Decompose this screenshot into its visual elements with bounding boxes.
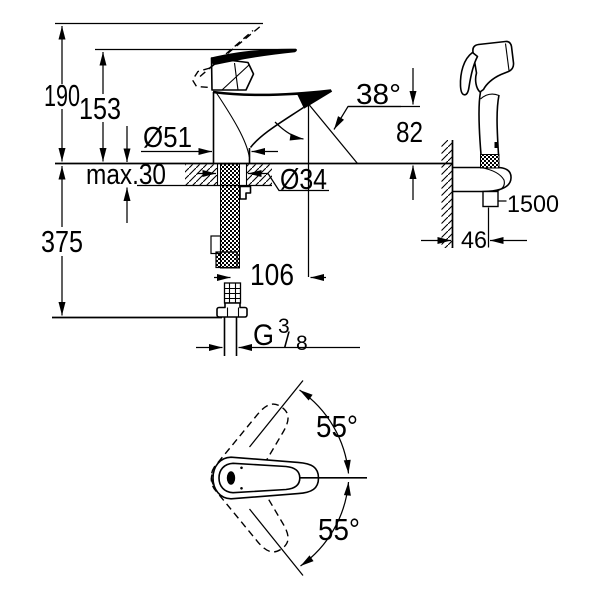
label-holder-depth: 46 — [461, 227, 487, 254]
handle-detail-dot — [494, 142, 498, 148]
hose-tails — [223, 317, 238, 356]
mounting-stud-block — [210, 235, 222, 255]
label-overall-height: 190 — [44, 78, 80, 113]
handle-badge — [226, 471, 236, 485]
body-contour — [216, 92, 250, 158]
trigger-lever — [459, 51, 479, 96]
hose-braid-lines — [224, 283, 241, 303]
thread-slash: / — [284, 329, 290, 352]
wall-hatch — [441, 140, 453, 248]
spray-head — [472, 40, 515, 93]
label-mounting-thickness: max.30 — [86, 159, 166, 191]
spray-handle-edges — [478, 91, 500, 155]
dimension-labels: 190 153 Ø51 max.30 375 106 Ø34 38° 82 15… — [41, 78, 559, 547]
dim-34-leader — [267, 173, 329, 192]
handle-dot-bottom — [240, 487, 243, 490]
label-spout-height: 153 — [79, 91, 121, 126]
handle-joint-line — [480, 93, 500, 100]
lever-knob — [210, 57, 255, 91]
swivel-limit-line-up — [249, 380, 304, 448]
hose-coupling-band — [480, 154, 500, 169]
aerator-plane-line — [308, 103, 358, 164]
body-edges — [212, 92, 251, 164]
threaded-shank — [210, 163, 252, 269]
connection-nut-facets — [226, 307, 240, 317]
connection-nut — [216, 302, 248, 318]
thread-prefix: G — [253, 319, 274, 352]
handle-dot-top — [240, 466, 243, 470]
label-base-diameter: Ø51 — [143, 122, 192, 154]
label-hole-diameter: Ø34 — [280, 164, 327, 196]
hand-shower-view — [441, 40, 515, 248]
label-hose-length: 1500 — [507, 191, 559, 218]
flow-direction-arrow — [274, 121, 304, 141]
handle-top-inner-contour — [218, 462, 301, 494]
label-supply-depth: 375 — [41, 224, 83, 259]
hose-outlet-block — [482, 190, 499, 208]
swivel-arc-up — [299, 389, 351, 474]
supply-hose — [216, 282, 248, 356]
reference-lines — [52, 22, 453, 319]
shank-end — [215, 251, 238, 269]
label-spray-angle: 38° — [356, 79, 401, 111]
label-swivel-down: 55° — [318, 512, 360, 547]
counter-hatch-left — [185, 164, 217, 185]
label-swivel-up: 55° — [316, 409, 358, 444]
spout-underside — [249, 106, 304, 148]
lever-handle-blade — [210, 48, 297, 65]
lever-knob-facets — [221, 62, 250, 91]
handle-rotation-view — [210, 380, 367, 576]
swivel-limit-line-down — [249, 508, 304, 576]
mounting-nut — [239, 185, 252, 200]
thread-denominator: 8 — [296, 332, 308, 355]
dimension-lines — [58, 26, 527, 351]
wall-holder-inner-curve — [480, 166, 505, 192]
mounting-hole-edges — [216, 164, 248, 186]
label-thread-size: G 3 / 8 — [253, 315, 308, 355]
label-outlet-height: 82 — [396, 117, 423, 149]
lever-raised-dashed-position — [191, 24, 263, 89]
swivel-arc-down — [300, 481, 351, 567]
handle-dashed-up-position — [210, 403, 289, 499]
label-spout-reach: 106 — [250, 257, 294, 292]
thread-numerator: 3 — [278, 315, 290, 338]
handle-dashed-down-position — [210, 457, 289, 553]
spray-face-line — [504, 43, 510, 71]
